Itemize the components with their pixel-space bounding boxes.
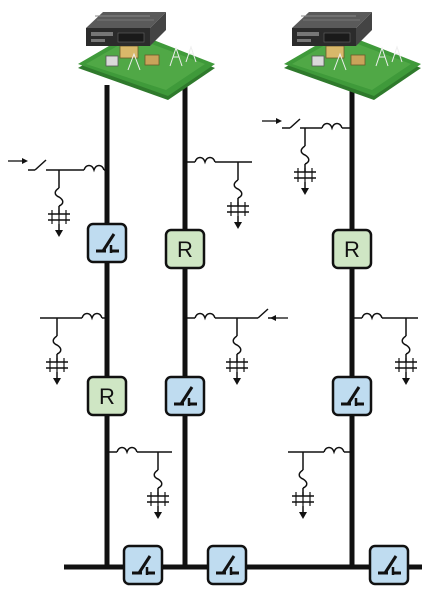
- lateral-tap: [8, 158, 107, 238]
- lateral-tap: [262, 118, 352, 196]
- transformer-icon: [226, 161, 250, 230]
- substation-icon: [78, 12, 215, 100]
- switch-icon: [368, 544, 410, 586]
- substation-icon: [284, 12, 421, 100]
- load-arrow-icon: [270, 315, 276, 321]
- transformer-icon: [394, 317, 418, 386]
- lateral-tap: [185, 308, 288, 386]
- recloser-label: R: [344, 237, 360, 262]
- lateral-tap: [185, 156, 252, 230]
- lateral-tap: [288, 446, 352, 520]
- recloser-icon: R: [331, 228, 373, 270]
- feeder-lines: [64, 85, 422, 570]
- switch-icon: [122, 544, 164, 586]
- transformer-icon: [146, 451, 170, 520]
- recloser-icon: R: [86, 375, 128, 417]
- recloser-label: R: [99, 384, 115, 409]
- recloser-label: R: [177, 237, 193, 262]
- transformer-icon: [293, 127, 317, 196]
- breaker-icon: [257, 308, 269, 319]
- lateral-tap: [107, 446, 172, 520]
- lateral-tap: [40, 312, 107, 386]
- switch-icon: [164, 375, 206, 417]
- transformer-icon: [291, 451, 315, 520]
- switch-icon: [86, 222, 128, 264]
- breaker-icon: [289, 118, 301, 129]
- switch-icon: [206, 544, 248, 586]
- transformer-icon: [45, 317, 69, 386]
- breaker-icon: [34, 159, 47, 171]
- transformer-icon: [47, 169, 71, 238]
- switch-icon: [331, 375, 373, 417]
- lateral-tap: [352, 312, 418, 386]
- recloser-icon: R: [164, 228, 206, 270]
- transformer-icon: [225, 317, 249, 386]
